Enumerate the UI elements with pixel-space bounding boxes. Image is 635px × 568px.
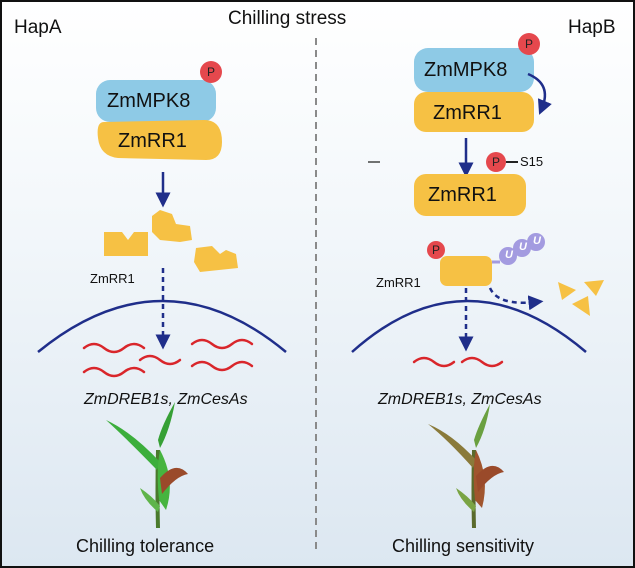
- right-phospho-zmrr1-protein: [414, 174, 526, 216]
- right-zmrr1-protein: [414, 92, 534, 132]
- left-zmrr1-fragment-2: [152, 210, 192, 242]
- left-zmrr1-protein: [97, 120, 222, 160]
- right-transcript-1: [412, 356, 456, 368]
- right-phospho-text-s15: P: [492, 155, 501, 169]
- left-fragment-label: ZmRR1: [90, 271, 135, 286]
- ubiquitin-2: [513, 239, 531, 257]
- left-outcome-label: Chilling tolerance: [76, 536, 215, 556]
- ubiquitin-text-2: U: [519, 241, 527, 253]
- right-nuclear-membrane: [351, 299, 587, 353]
- right-phospho-badge-kinase: [518, 33, 540, 55]
- right-zmmpk8-label: ZmMPK8: [424, 59, 508, 81]
- right-s15-label: S15: [520, 154, 544, 169]
- degraded-fragment-3: [572, 296, 590, 316]
- left-zmrr1-fragment-1: [104, 232, 148, 256]
- left-zmmpk8-protein: [96, 80, 216, 122]
- right-phosphorylation-arrow: [527, 72, 552, 115]
- right-phospho-text-kinase: P: [525, 37, 534, 51]
- left-zmrr1-label: ZmRR1: [118, 130, 187, 152]
- degraded-fragment-1: [558, 282, 576, 300]
- right-transcript-2: [460, 356, 504, 368]
- left-phospho-text: P: [207, 65, 216, 79]
- hapa-label: HapA: [14, 17, 62, 38]
- right-phospho-badge-s15: [486, 152, 506, 172]
- left-transcript-3: [138, 354, 182, 366]
- left-zmmpk8-label: ZmMPK8: [107, 90, 191, 112]
- right-ubiquitinated-zmrr1: [440, 256, 492, 286]
- left-phospho-badge: [200, 61, 222, 83]
- page-title: Chilling stress: [228, 8, 347, 29]
- right-phospho-badge-small: [427, 241, 445, 259]
- right-degradation-arrow: [488, 287, 544, 311]
- hapb-label: HapB: [568, 17, 616, 38]
- left-transcript-1: [82, 342, 146, 354]
- right-zmmpk8-protein: [414, 48, 534, 92]
- right-outcome-label: Chilling sensitivity: [392, 536, 535, 556]
- ubiquitin-text-1: U: [505, 249, 513, 261]
- right-genes-label: ZmDREB1s, ZmCesAs: [378, 391, 542, 408]
- right-phospho-text-small: P: [432, 243, 441, 257]
- left-nuclear-membrane: [37, 299, 287, 353]
- ubiquitin-text-3: U: [533, 235, 541, 247]
- left-transcripts: [82, 338, 254, 378]
- left-transcript-5: [190, 360, 254, 372]
- left-plant-icon: [106, 402, 188, 529]
- ubiquitin-1: [499, 247, 517, 265]
- right-phospho-zmrr1-label: ZmRR1: [428, 184, 497, 206]
- left-transcript-4: [190, 338, 254, 350]
- left-transcript-2: [82, 366, 146, 378]
- right-small-label: ZmRR1: [376, 275, 421, 290]
- right-plant-icon: [428, 404, 504, 529]
- left-zmrr1-fragment-3: [194, 246, 238, 272]
- ubiquitin-3: [527, 233, 545, 251]
- right-transcripts: [412, 356, 504, 368]
- left-genes-label: ZmDREB1s, ZmCesAs: [84, 391, 248, 408]
- right-zmrr1-label: ZmRR1: [433, 102, 502, 124]
- degraded-fragment-2: [584, 280, 604, 296]
